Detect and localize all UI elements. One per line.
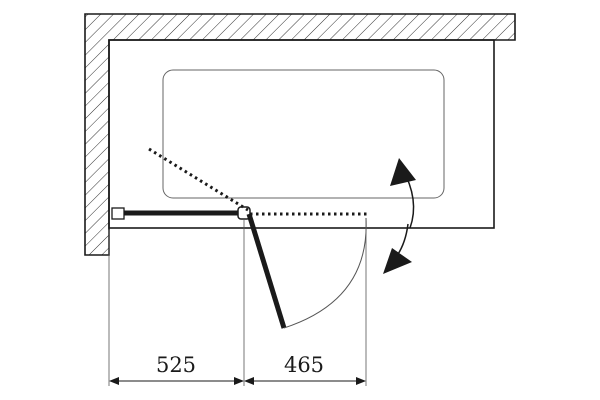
door-folded-position-dotted: [148, 147, 249, 212]
wall-hatched: [84, 13, 516, 256]
dimension-label-left: 525: [156, 353, 196, 377]
curved-arrow-up-icon: [390, 158, 416, 229]
dimension-extension-lines: [108, 218, 367, 386]
door-open-position: [246, 213, 287, 329]
curved-arrow-down-icon: [383, 223, 412, 274]
door-swing-arc: [283, 217, 367, 329]
bathtub-inner-basin: [162, 69, 445, 199]
fixed-glass-panel: [111, 206, 251, 220]
dimension-label-right: 465: [284, 353, 324, 377]
bathtub-outline: [108, 39, 495, 229]
